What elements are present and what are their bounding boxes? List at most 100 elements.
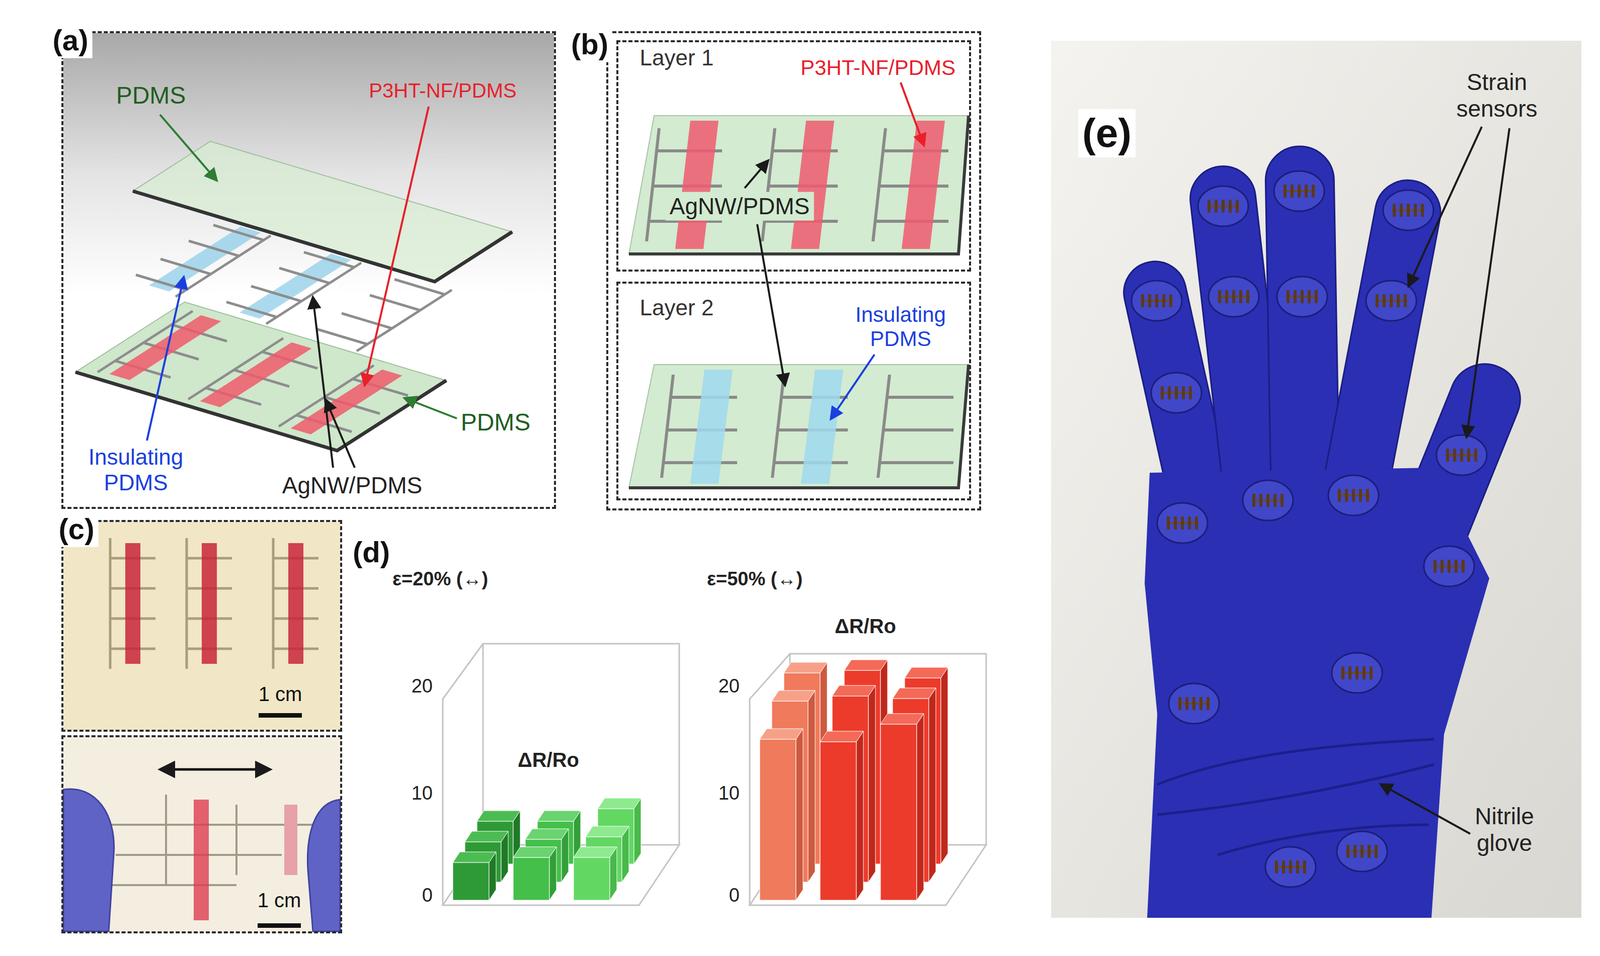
panel-backdrop — [63, 33, 554, 508]
material-label: Insulating PDMS — [75, 444, 197, 496]
bar-chart-50 — [759, 660, 948, 901]
pdms-sheet — [75, 302, 447, 452]
strain-sensor — [1423, 546, 1475, 587]
scale-bar — [257, 923, 301, 929]
insulating-strip — [690, 369, 733, 485]
sheet-edge — [628, 364, 969, 489]
strain-sensor — [1168, 683, 1220, 725]
axis-title: ΔR/Ro — [517, 748, 580, 772]
leader-arrow — [900, 82, 924, 145]
insulating-strip — [148, 226, 261, 292]
layer-frame: Layer 1 P3HT-NF/PDMS AgNW/PDMS — [616, 40, 972, 272]
glove-fold — [1157, 739, 1434, 856]
layer-title: Layer 2 — [640, 295, 714, 322]
panel-letter: (b) — [567, 26, 613, 63]
stretch-arrow — [161, 768, 270, 772]
strain-label: ε=50% (↔) — [706, 568, 803, 591]
strain-sensor — [1366, 280, 1417, 322]
leader-arrow — [757, 224, 785, 385]
p3ht-strip — [790, 120, 835, 250]
photo-panel: (e)Strain sensorsNitrile glove — [1051, 40, 1582, 919]
material-label: Insulating PDMS — [845, 302, 956, 352]
photo-frame: 1 cm — [61, 520, 343, 733]
leader-arrow — [1466, 128, 1510, 437]
p3ht-strip — [125, 543, 141, 665]
p3ht-strip — [284, 805, 298, 876]
p3ht-strip — [201, 543, 217, 665]
leader-arrow — [831, 354, 875, 419]
p3ht-strip — [901, 120, 945, 250]
strain-sensor — [1197, 186, 1249, 227]
leader-arrow — [326, 400, 355, 468]
leader-arrow — [744, 161, 768, 189]
gloved-hand — [63, 789, 115, 932]
strain-sensor — [1157, 503, 1208, 544]
axis-tick: 20 — [411, 675, 433, 698]
axis-title: ΔR/Ro — [834, 614, 897, 638]
strain-sensor — [1276, 276, 1328, 317]
p3ht-strip — [288, 543, 304, 665]
panel-letter: (d) — [352, 535, 390, 570]
pdms-sheet — [628, 115, 969, 255]
strain-sensor — [1328, 475, 1379, 516]
pdms-sheet — [132, 141, 513, 282]
p3ht-strip — [109, 315, 222, 381]
p3ht-strip — [675, 120, 719, 250]
panel-frame: Layer 1 P3HT-NF/PDMS AgNW/PDMS Layer 2 Insul… — [606, 31, 982, 511]
p3ht-strip — [290, 369, 403, 435]
pdms-sheet — [628, 364, 969, 489]
p3ht-strip — [200, 342, 312, 408]
strain-sensor — [1436, 435, 1487, 476]
photo-backdrop — [1051, 40, 1582, 919]
nitrile-glove — [1117, 145, 1532, 919]
panel-frame: (a)PDMSP3HT-NF/PDMSPDMSInsulating PDMSAg… — [61, 31, 556, 510]
strain-sensor — [1336, 831, 1388, 872]
agnw-electrodes — [110, 538, 319, 670]
strain-sensor — [1265, 847, 1316, 888]
gloved-hand — [307, 800, 341, 932]
sheet-edge — [132, 141, 513, 282]
insulating-strip — [239, 254, 352, 319]
material-label: PDMS — [116, 81, 187, 110]
chart-frame — [442, 644, 987, 906]
sheet-edge — [628, 115, 969, 255]
photo-backdrop — [63, 522, 341, 731]
panel-letter: (e) — [1078, 109, 1136, 158]
material-label: P3HT-NF/PDMS — [800, 55, 956, 80]
strain-sensor — [1383, 190, 1434, 231]
axis-tick: 10 — [411, 782, 433, 806]
leader-arrow — [1381, 784, 1471, 835]
material-label: AgNW/PDMS — [282, 472, 423, 500]
strain-sensor — [1208, 276, 1259, 317]
leader-arrow — [405, 398, 457, 419]
strain-sensor — [1242, 480, 1294, 521]
scale-label: 1 cm — [258, 682, 303, 706]
glove-palm — [1144, 467, 1490, 919]
insulating-strip — [801, 369, 844, 485]
scale-bar — [258, 713, 302, 718]
material-label: AgNW/PDMS — [665, 192, 815, 221]
axis-tick: 0 — [729, 885, 740, 908]
layer-frame: Layer 2 Insulating PDMS — [616, 281, 972, 501]
callout-label: Strain sensors — [1441, 68, 1553, 123]
strain-sensor — [1273, 171, 1325, 212]
strain-sensor — [1131, 280, 1182, 322]
axis-tick: 0 — [422, 885, 433, 908]
leader-arrow — [160, 114, 217, 181]
panel-letter: (a) — [48, 22, 93, 59]
bar-chart-20 — [452, 798, 642, 901]
strain-sensor — [1331, 653, 1383, 694]
p3ht-strip — [193, 800, 209, 921]
strain-label: ε=20% (↔) — [392, 568, 489, 591]
material-label: PDMS — [460, 408, 531, 437]
axis-tick: 10 — [718, 782, 740, 806]
leader-arrow — [312, 297, 334, 468]
panel-letter: (c) — [54, 511, 99, 548]
bottom-pdms-layer — [75, 302, 447, 452]
scale-label: 1 cm — [257, 889, 302, 913]
photo-frame: 1 cm — [61, 735, 343, 934]
layer-title: Layer 1 — [640, 45, 714, 71]
axis-tick: 20 — [718, 675, 740, 698]
